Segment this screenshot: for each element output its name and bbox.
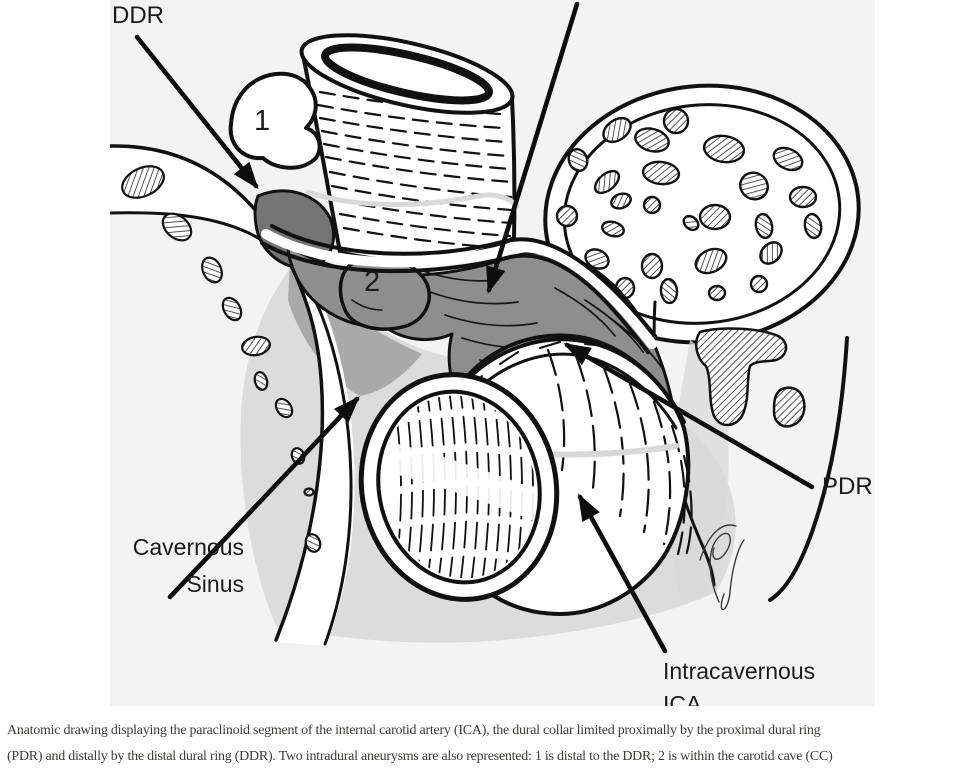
pdr-arrow [563,342,815,490]
aneurysm-1-shape [228,71,322,170]
left-bone-marrow-blobs [121,165,322,553]
cavernous-sinus-label-line2: Sinus [186,571,244,597]
aneurysm-2-label: 2 [364,266,381,298]
ddr-arrow [134,34,259,190]
intracavernous-ica-arrow [577,493,668,654]
caption-line2: (PDR) and distally by the distal dural r… [7,749,833,764]
bone-spicule-patch [695,327,788,427]
intracavernous-ica-label-line1: Intracavernous [663,658,816,684]
caption-line1: Anatomic drawing displaying the paraclin… [7,723,821,738]
intracavernous-ica-label: Intracavernous ICA [663,655,815,706]
artist-signature [699,524,745,611]
left-bone-wall [110,144,355,646]
right-bone-marrow-blobs [555,107,823,305]
tube-hatching [546,348,693,558]
aneurysm-1-label: 1 [254,105,271,137]
dural-collar-arrow [486,1,580,294]
anatomy-figure: DDR Dural Collar 1 2 Cavernous Sinus PDR… [106,0,875,706]
intracavernous-ica-vessel [358,333,693,616]
ddr-label: DDR [112,2,164,29]
cavernous-sinus-label: Cavernous Sinus [106,529,244,603]
bone-spicule-small [772,386,806,428]
cavernous-sinus-arrow [167,396,360,600]
supraclinoid-ica-vessel [299,33,520,264]
intracavernous-ica-label-line2: ICA [663,691,702,706]
figure-caption: Anatomic drawing displaying the paraclin… [7,718,957,770]
cavernous-sinus-label-line1: Cavernous [132,534,244,560]
anatomy-drawing [110,0,875,706]
pdr-label: PDR [822,473,873,500]
dural-collar-label: Dural Collar [536,0,716,5]
